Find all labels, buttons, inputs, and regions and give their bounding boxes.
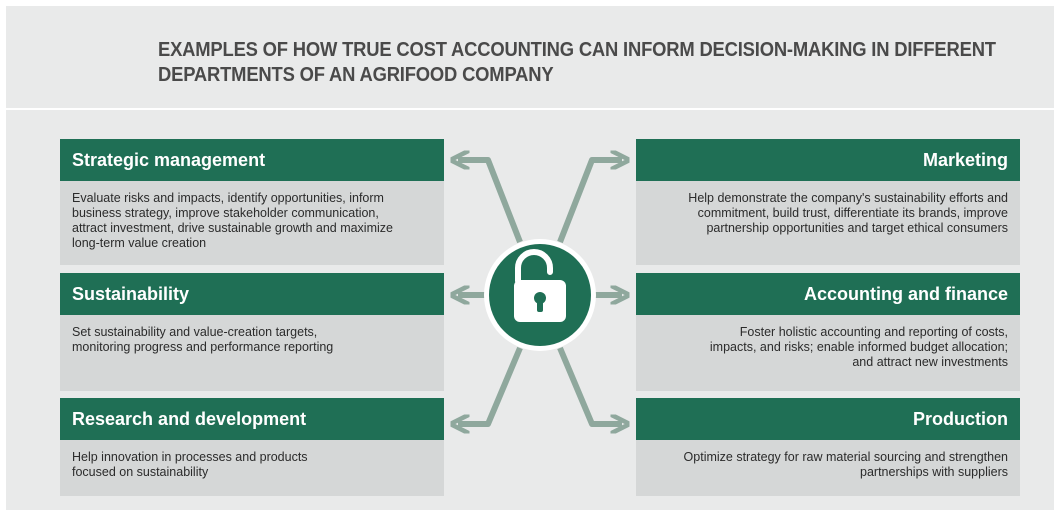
card-research-development: Research and development Help innovation… [60,398,444,496]
center-lock [484,239,596,351]
card-title: Sustainability [60,273,444,315]
card-text-line: business strategy, improve stakeholder c… [72,206,379,220]
card-text-line: attract investment, drive sustainable gr… [72,221,393,235]
card-title: Marketing [636,139,1020,181]
card-title: Production [636,398,1020,440]
card-text-line: Foster holistic accounting and reporting… [739,325,1008,339]
card-text-line: monitoring progress and performance repo… [72,340,334,354]
card-marketing: Marketing Help demonstrate the company's… [636,139,1020,265]
card-text-line: Evaluate risks and impacts, identify opp… [72,191,384,205]
card-strategic-management: Strategic management Evaluate risks and … [60,139,444,265]
card-accounting-finance: Accounting and finance Foster holistic a… [636,273,1020,391]
card-production: Production Optimize strategy for raw mat… [636,398,1020,496]
card-title: Accounting and finance [636,273,1020,315]
arrow-to-research [458,346,523,424]
card-text-line: impacts, and risks; enable informed budg… [709,340,1008,354]
card-text-line: focused on sustainability [72,465,209,479]
title-line-1: EXAMPLES OF HOW TRUE COST ACCOUNTING CAN… [158,39,996,61]
card-text-line: Help innovation in processes and product… [72,450,308,464]
arrow-to-production [557,346,622,424]
card-body: Help innovation in processes and product… [60,440,444,496]
card-text-line: Optimize strategy for raw material sourc… [683,450,1008,464]
card-body: Evaluate risks and impacts, identify opp… [60,181,444,265]
card-text-line: long-term value creation [72,236,207,250]
card-text-line: partnerships with suppliers [860,465,1008,479]
arrow-to-strategic [458,160,523,244]
card-sustainability: Sustainability Set sustainability and va… [60,273,444,391]
card-body: Set sustainability and value-creation ta… [60,315,444,391]
card-title: Research and development [60,398,444,440]
card-body: Help demonstrate the company's sustainab… [636,181,1020,265]
header-band [6,6,1054,110]
title-line-2: DEPARTMENTS OF AN AGRIFOOD COMPANY [158,64,554,86]
card-body: Optimize strategy for raw material sourc… [636,440,1020,496]
card-text-line: commitment, build trust, differentiate i… [697,206,1008,220]
unlocked-padlock-icon [514,249,566,322]
card-title: Strategic management [60,139,444,181]
card-text-line: partnership opportunities and target eth… [706,221,1008,235]
card-text-line: Help demonstrate the company's sustainab… [688,191,1008,205]
card-text-line: and attract new investments [852,355,1008,369]
diagram-title: EXAMPLES OF HOW TRUE COST ACCOUNTING CAN… [158,38,996,88]
arrow-to-marketing [557,160,622,244]
card-body: Foster holistic accounting and reporting… [636,315,1020,391]
card-text-line: Set sustainability and value-creation ta… [72,325,318,339]
